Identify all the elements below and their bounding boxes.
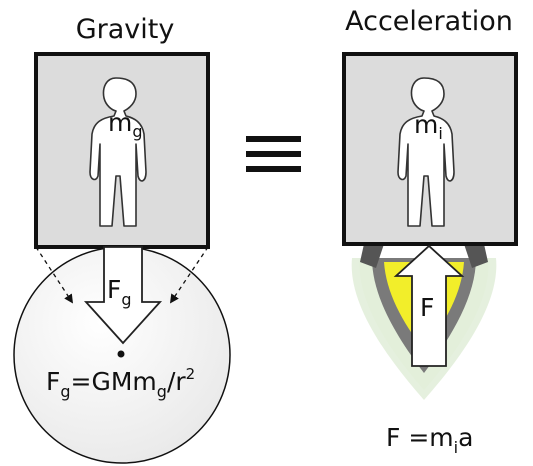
thrust-force-arrow (393, 244, 465, 367)
acceleration-title: Acceleration (345, 6, 513, 37)
person-icon-left (89, 77, 147, 227)
gravity-equation: Fg=GMmg/r2 (46, 365, 195, 401)
gravity-force-label: Fg (107, 275, 132, 309)
gravity-title: Gravity (76, 14, 175, 45)
person-icon-right (397, 77, 455, 227)
mass-label-right: mi (414, 110, 443, 143)
mass-label-left: mg (108, 108, 143, 141)
planet-center-dot (117, 350, 125, 358)
acceleration-equation: F =mia (386, 423, 473, 457)
equivalence-symbol (246, 136, 301, 172)
dashed-line-left (35, 246, 73, 304)
thrust-force-label: F (420, 293, 434, 322)
gravity-force-arrow (83, 246, 163, 345)
dashed-line-right (169, 246, 209, 304)
